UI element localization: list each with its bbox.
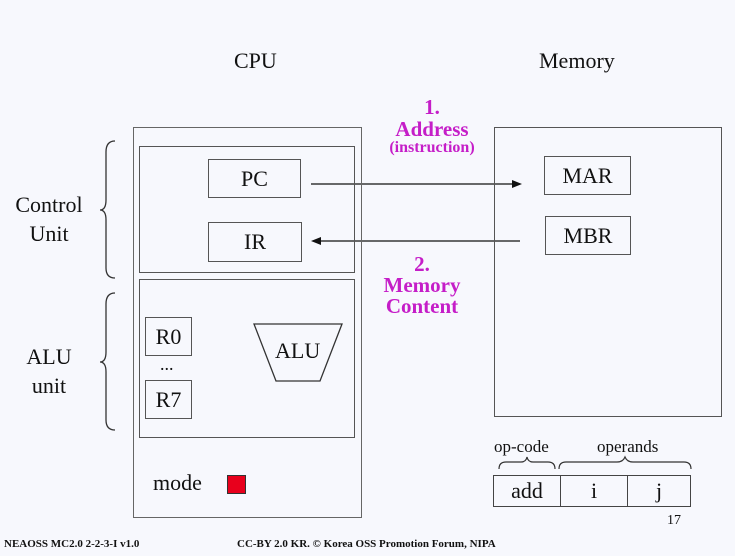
- mar-register: MAR: [544, 156, 631, 195]
- step1-label: 1. Address (instruction): [380, 97, 484, 156]
- alu-trapezoid: [253, 323, 343, 382]
- step2-number: 2.: [414, 252, 430, 276]
- operand-j-field: j: [655, 478, 663, 503]
- ir-register: IR: [208, 222, 302, 262]
- memory-title: Memory: [539, 48, 615, 73]
- step1-number: 1.: [424, 95, 440, 119]
- control-unit-box: [139, 146, 355, 273]
- mbr-register: MBR: [545, 216, 631, 255]
- memory-box: [494, 127, 722, 417]
- footer-version: NEAOSS MC2.0 2-2-3-I v1.0: [4, 538, 140, 550]
- step1-subtitle: (instruction): [389, 139, 475, 156]
- control-unit-label-line1: Control: [15, 192, 83, 217]
- operands-label: operands: [597, 437, 659, 456]
- page-number: 17: [667, 513, 681, 528]
- opcode-field: add: [494, 476, 561, 506]
- alu-label: ALU: [275, 338, 321, 363]
- control-unit-label: Control Unit: [10, 190, 88, 248]
- footer-license: CC-BY 2.0 KR. © Korea OSS Promotion Foru…: [237, 538, 496, 550]
- control-unit-brace: [99, 140, 116, 279]
- mode-indicator: [227, 475, 246, 494]
- alu-unit-label-line2: unit: [31, 373, 67, 398]
- pc-register: PC: [208, 159, 301, 198]
- step1-title: Address: [395, 117, 469, 141]
- opcode-label: op-code: [494, 437, 549, 456]
- content-arrow-head: [311, 237, 321, 245]
- r7-register: R7: [145, 380, 192, 419]
- alu-unit-label-line1: ALU: [26, 344, 72, 369]
- cpu-title: CPU: [234, 48, 277, 73]
- r0-register: R0: [145, 317, 192, 356]
- step2-label: 2. Memory Content: [370, 254, 474, 317]
- step2-title2: Content: [385, 294, 459, 318]
- register-ellipsis: ...: [160, 354, 174, 374]
- step2-title1: Memory: [383, 273, 461, 297]
- address-arrow-head: [512, 180, 522, 188]
- control-unit-label-line2: Unit: [29, 221, 69, 246]
- alu-unit-label: ALU unit: [10, 342, 88, 400]
- opcode-brace: [498, 456, 556, 470]
- cpu-box: [133, 127, 362, 518]
- alu-unit-brace: [99, 292, 116, 431]
- mode-label: mode: [153, 470, 202, 495]
- operands-brace: [558, 455, 692, 470]
- instruction-format: add i j: [493, 475, 691, 507]
- alu-unit-box: [139, 279, 355, 438]
- operand-i-field: i: [561, 476, 628, 506]
